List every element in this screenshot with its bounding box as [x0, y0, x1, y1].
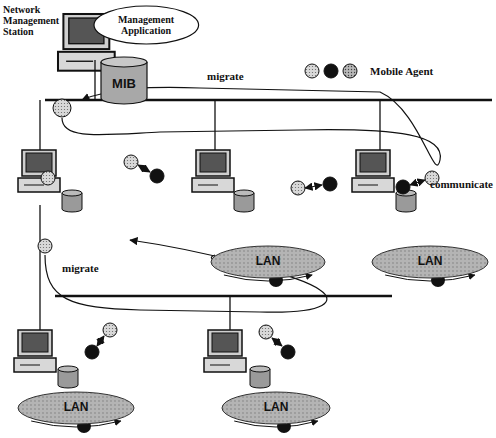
node-text: LAN	[418, 255, 443, 268]
lan-ellipse: LAN	[210, 245, 326, 279]
mobile-agent	[150, 169, 164, 183]
legend-text: Mobile Agent	[370, 65, 433, 77]
lan-ellipse: LAN	[17, 391, 135, 425]
mobile-agent	[38, 239, 52, 253]
computer-icon	[18, 150, 60, 192]
mobile-agent	[41, 171, 55, 185]
mobile-agent	[85, 345, 99, 359]
text-label: communicate	[430, 178, 493, 190]
mobile-agent	[103, 323, 117, 337]
disk-icon	[62, 190, 82, 212]
node-text: Management Application	[112, 14, 180, 36]
text-label: Network Management Station	[3, 4, 65, 37]
node-text: LAN	[264, 401, 289, 414]
mobile-agent	[124, 155, 138, 169]
legend-entry: Mobile Agent	[302, 62, 433, 80]
mib-cylinder: MIB	[100, 56, 148, 104]
text-label: migrate	[60, 262, 101, 274]
disk-icon	[234, 190, 254, 212]
computer-icon	[192, 150, 234, 192]
mobile-agent	[259, 325, 273, 339]
node-text: LAN	[256, 255, 281, 268]
mobile-agent	[291, 181, 305, 195]
mobile-agent	[53, 99, 71, 117]
application-ellipse: Management Application	[93, 5, 200, 45]
mobile-agent	[281, 345, 295, 359]
node-text: LAN	[64, 401, 89, 414]
mobile-agent	[323, 177, 337, 191]
lan-ellipse: LAN	[221, 391, 331, 425]
disk-icon	[58, 366, 78, 388]
disk-icon	[250, 366, 270, 388]
text-label: migrate	[205, 70, 246, 82]
computer-icon	[204, 330, 246, 372]
legend-swatch	[302, 62, 362, 80]
lan-ellipse: LAN	[371, 245, 489, 279]
computer-icon	[352, 150, 394, 192]
node-text: MIB	[112, 77, 136, 91]
mobile-agent	[396, 180, 410, 194]
computer-icon	[14, 330, 56, 372]
